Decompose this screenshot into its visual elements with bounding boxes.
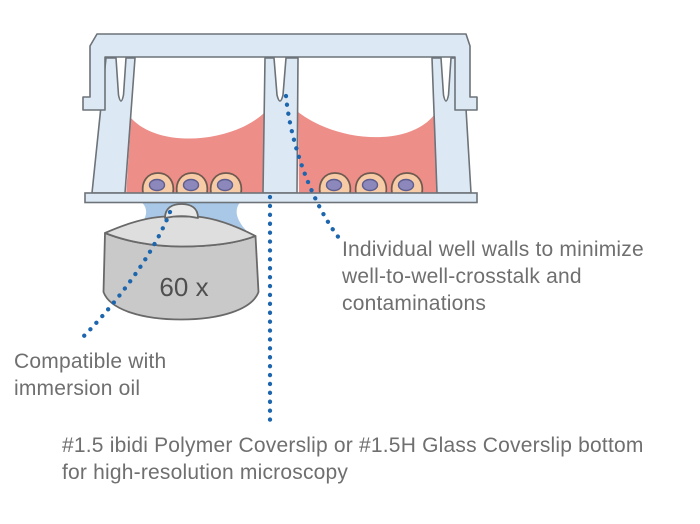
annotation-well-walls: Individual well walls to minimize well-t… bbox=[342, 236, 644, 317]
cell-nucleus bbox=[148, 178, 166, 192]
coverslip-bottom bbox=[84, 192, 478, 204]
well-wall-middle bbox=[262, 57, 299, 194]
cell-nucleus bbox=[325, 178, 343, 192]
plate-lid bbox=[82, 33, 478, 111]
cell-nuclei-right bbox=[325, 178, 415, 192]
cell-nuclei-left bbox=[148, 178, 234, 192]
annotation-line: for high-resolution microscopy bbox=[62, 461, 349, 484]
annotation-line: well-to-well-crosstalk and bbox=[342, 265, 582, 288]
leader-line-well-wall bbox=[283, 93, 342, 241]
annotation-line: #1.5 ibidi Polymer Coverslip or #1.5H Gl… bbox=[62, 434, 644, 457]
annotation-line: contaminations bbox=[342, 292, 487, 315]
cell-nucleus bbox=[397, 178, 415, 192]
cell-nucleus bbox=[182, 178, 200, 192]
annotation-line: immersion oil bbox=[14, 377, 141, 400]
annotation-line: Individual well walls to minimize bbox=[342, 238, 644, 261]
cell-nucleus bbox=[216, 178, 234, 192]
annotation-coverslip: #1.5 ibidi Polymer Coverslip or #1.5H Gl… bbox=[62, 432, 644, 486]
leader-line-immersion-oil bbox=[77, 209, 173, 343]
cell-nucleus bbox=[361, 178, 379, 192]
annotation-immersion-oil: Compatible with immersion oil bbox=[14, 348, 166, 402]
annotation-line: Compatible with bbox=[14, 350, 167, 373]
objective bbox=[102, 203, 260, 321]
objective-front-lens bbox=[164, 203, 199, 219]
objective-magnification-label: 60 x bbox=[159, 272, 208, 302]
leader-lines bbox=[77, 93, 342, 431]
